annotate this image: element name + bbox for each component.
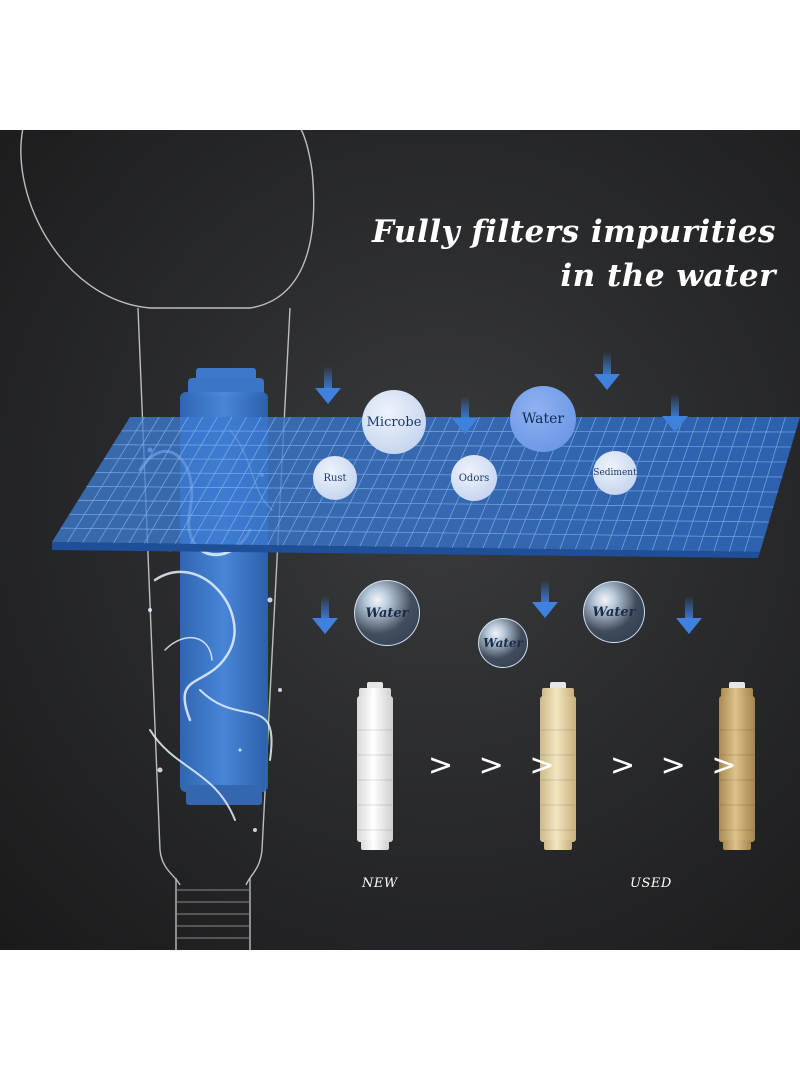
water-bubble-2: Water — [478, 618, 528, 668]
flow-arrow-7 — [676, 596, 702, 634]
water-bubble-3: Water — [583, 581, 645, 643]
mesh-line-vertical — [559, 416, 612, 550]
mesh-line-horizontal — [95, 472, 783, 478]
label-bubble-odors: Odors — [451, 455, 497, 501]
product-image-panel: Fully filters impurities in the water Mi… — [0, 130, 800, 950]
mesh-line-vertical — [128, 416, 204, 544]
mesh-line-horizontal — [121, 430, 796, 433]
mesh-line-vertical — [67, 416, 145, 543]
headline-line-1: Fully filters impurities — [371, 214, 776, 250]
flow-arrow-3 — [594, 352, 620, 390]
label-bubble-microbe: Microbe — [362, 390, 426, 454]
mesh-line-vertical — [267, 416, 335, 546]
flow-arrow-1 — [315, 366, 341, 404]
label-water: Water — [521, 411, 565, 427]
caption-used: USED — [630, 876, 672, 891]
flow-arrow-5 — [312, 596, 338, 634]
progression-arrows-2: > > > — [610, 748, 745, 783]
mesh-line-vertical — [636, 416, 684, 551]
mesh-line-vertical — [621, 416, 670, 551]
headline-line-2: in the water — [560, 258, 776, 294]
mesh-line-horizontal — [112, 444, 792, 448]
label-bubble-sediment: Sediment — [593, 451, 637, 495]
label-rust: Rust — [323, 472, 347, 484]
illustration — [20, 130, 800, 950]
label-odors: Odors — [458, 472, 490, 484]
mesh-line-vertical — [528, 416, 582, 549]
mesh-line-vertical — [174, 416, 247, 544]
water-bubble-1-label: Water — [365, 605, 409, 621]
mesh-line-vertical — [390, 416, 451, 547]
mesh-line-vertical — [728, 416, 772, 552]
label-bubble-rust: Rust — [313, 456, 357, 500]
shower-head-outline — [20, 130, 315, 950]
mesh-line-vertical — [97, 416, 175, 543]
mesh-line-horizontal — [60, 527, 765, 538]
mesh-line-vertical — [405, 416, 466, 548]
cartridge-segment-lines — [358, 729, 754, 831]
mesh-line-vertical — [698, 416, 743, 552]
label-bubble-water: Water — [510, 386, 576, 452]
mesh-line-horizontal — [86, 486, 778, 493]
mesh-line-vertical — [651, 416, 699, 551]
mesh-line-horizontal — [69, 513, 769, 523]
progression-arrows-1: > > > — [428, 748, 563, 783]
mesh-line-horizontal — [103, 458, 787, 463]
mesh-line-vertical — [667, 416, 713, 551]
mesh-line-vertical — [236, 416, 306, 545]
mesh-line-vertical — [82, 416, 160, 543]
caption-new: NEW — [362, 876, 398, 891]
mesh-line-vertical — [144, 416, 218, 544]
water-bubble-1: Water — [354, 580, 420, 646]
mesh-line-vertical — [113, 416, 189, 544]
label-microbe: Microbe — [366, 414, 422, 430]
mesh-line-vertical — [544, 416, 597, 550]
filter-mesh-plane — [52, 416, 800, 558]
mesh-line-horizontal — [77, 499, 774, 508]
mesh-line-vertical — [205, 416, 277, 545]
flow-arrow-6 — [532, 580, 558, 618]
mesh-line-vertical — [190, 416, 262, 545]
mesh-line-vertical — [744, 416, 786, 552]
label-sediment: Sediment — [593, 468, 637, 478]
mesh-line-vertical — [374, 416, 437, 547]
mesh-line-vertical — [421, 416, 480, 548]
mesh-line-vertical — [713, 416, 757, 552]
mesh-line-vertical — [682, 416, 728, 552]
water-bubble-2-label: Water — [483, 636, 523, 650]
cartridge-new — [357, 682, 393, 850]
mesh-line-vertical — [159, 416, 233, 544]
mesh-line-vertical — [251, 416, 320, 546]
mesh-line-vertical — [220, 416, 291, 545]
water-bubble-3-label: Water — [592, 604, 636, 620]
